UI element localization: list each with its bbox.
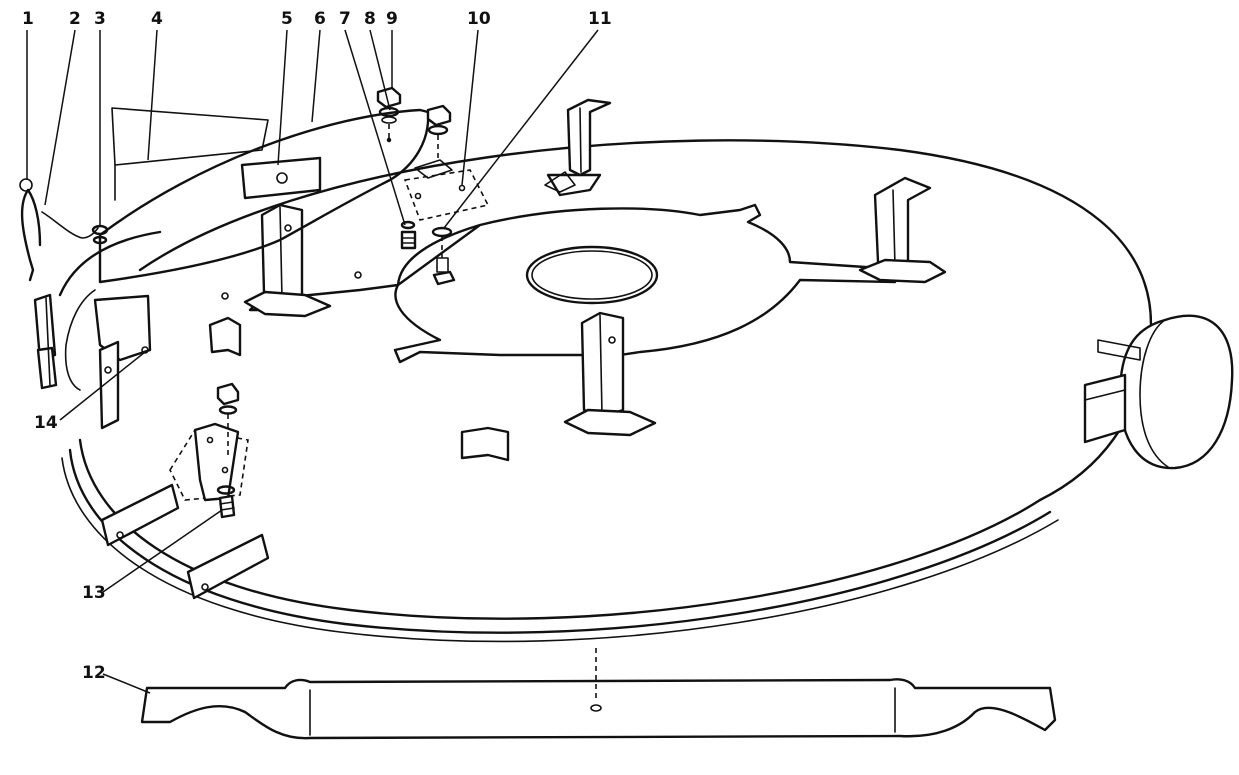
upright-bracket-left <box>243 203 332 318</box>
spindle-opening <box>525 245 659 305</box>
upright-bracket-front <box>563 311 657 437</box>
hairpin-cotter <box>19 178 42 282</box>
callout-1: 1 <box>22 9 34 29</box>
front-hanger-strap-left <box>100 483 180 547</box>
callout-9: 9 <box>386 9 398 29</box>
upright-bracket-rear <box>566 98 612 177</box>
callout-6: 6 <box>314 9 326 29</box>
washer-and-pin-3 <box>91 224 109 258</box>
callout-10: 10 <box>467 9 491 29</box>
callout-3: 3 <box>94 9 106 29</box>
callout-4: 4 <box>151 9 163 29</box>
callout-11: 11 <box>588 9 612 29</box>
leader-lines <box>26 29 599 694</box>
front-bracket-assembly <box>169 382 249 519</box>
callout-8: 8 <box>364 9 376 29</box>
callout-labels: 1 2 3 4 5 6 7 8 9 10 11 12 13 14 <box>22 9 612 683</box>
deck-hole <box>221 292 229 300</box>
rubber-block <box>240 156 322 200</box>
side-bracket-14 <box>93 294 152 430</box>
callout-12: 12 <box>82 663 106 683</box>
wheel-axle-bracket <box>1097 339 1141 361</box>
front-hanger-strap-right <box>186 533 270 600</box>
callout-13: 13 <box>82 583 106 603</box>
hinge-bracket <box>33 293 58 390</box>
callout-14: 14 <box>34 413 58 433</box>
callout-2: 2 <box>69 9 81 29</box>
rear-wheel <box>1083 314 1234 470</box>
callout-7: 7 <box>339 9 351 29</box>
spindle-mount-plate <box>248 171 897 364</box>
nut-washer-stack-9 <box>376 86 402 143</box>
callout-5: 5 <box>281 9 293 29</box>
deck-hole <box>354 271 362 279</box>
hex-bolt-11 <box>431 226 456 286</box>
deck-fitting-clip-front <box>460 426 510 462</box>
carriage-bolt-7 <box>400 220 417 250</box>
deck-fitting-clip-left <box>208 316 242 357</box>
mower-blade <box>140 648 1057 740</box>
spindle-bearing-plate <box>403 159 490 221</box>
nut-washer-stack-10 <box>426 104 452 160</box>
discharge-deflector <box>58 107 430 391</box>
upright-bracket-right <box>858 176 947 284</box>
retaining-cable <box>41 211 99 239</box>
